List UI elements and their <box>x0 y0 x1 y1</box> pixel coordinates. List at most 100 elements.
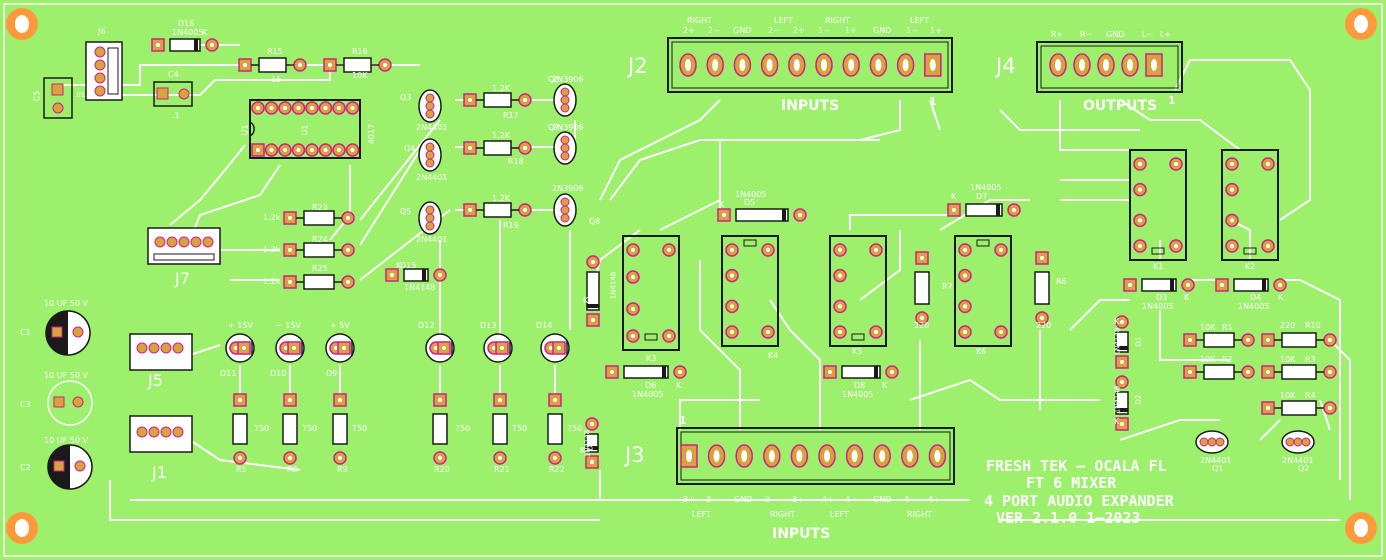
connector-j7 <box>147 227 221 265</box>
j2-pin-label: GND <box>733 26 752 35</box>
d3-value: 1N4005 <box>1142 302 1174 311</box>
transistor-q3 <box>418 89 442 123</box>
r16-value: 10K <box>352 71 368 80</box>
j3-group-label: RIGHT <box>907 510 933 519</box>
resistor-r18 <box>463 140 532 156</box>
diode-d8 <box>823 365 899 379</box>
d5-ref: D5 <box>744 198 756 207</box>
q1-value: 2N4401 <box>1200 456 1232 465</box>
r19-ref: R19 <box>503 221 519 230</box>
ic-u1 <box>249 99 361 159</box>
led-d11 <box>225 333 255 363</box>
resistor-r25 <box>283 274 355 290</box>
d4-cathode: K <box>1278 293 1284 302</box>
resistor-r4 <box>1261 400 1337 416</box>
d18-cathode: K <box>580 446 586 455</box>
d17-value: 1N4148 <box>609 271 618 300</box>
resistor-r17 <box>463 92 532 108</box>
j3-pin-label: 4+ <box>822 495 834 504</box>
diode-d7 <box>947 203 1021 217</box>
led-d13 <box>483 333 513 363</box>
d1-cathode: K <box>1114 317 1120 326</box>
copper-traces <box>60 44 1351 521</box>
d11-value: + 15V <box>228 321 253 330</box>
r3-value: 10K <box>1280 355 1296 364</box>
connector-j3 <box>676 427 955 485</box>
resistor-r20 <box>432 393 448 465</box>
d17-ref: D17 <box>590 278 599 293</box>
d7-cathode: K <box>951 192 957 201</box>
q3-ref: Q3 <box>400 93 412 102</box>
j3-pin-label: 3− <box>765 495 777 504</box>
j2-ref: J2 <box>628 54 648 78</box>
r24-ref: R24 <box>312 235 328 244</box>
j2-pin-label: GND <box>873 26 892 35</box>
connector-pin <box>818 444 836 468</box>
r23-value: 1.2k <box>263 213 281 222</box>
j2-pin-label: 2− <box>768 26 780 35</box>
r18-value: 1.2K <box>492 131 510 140</box>
r25-value: 1.2k <box>263 277 281 286</box>
connector-pin <box>733 53 752 77</box>
relay-k3 <box>622 235 680 351</box>
connector-pin <box>680 444 698 468</box>
d3-ref: D3 <box>1156 293 1168 302</box>
j4-pin-label: GND <box>1106 30 1125 39</box>
j2-pin-label: LEFT <box>774 16 793 25</box>
d7-value: 1N4005 <box>970 183 1002 192</box>
j3-group-label: LEFT <box>692 510 711 519</box>
j2-caption: INPUTS <box>781 98 840 114</box>
r19-value: 1.2K <box>492 194 510 203</box>
d3-cathode: K <box>1184 293 1190 302</box>
capacitor-c2 <box>47 444 93 490</box>
connector-pin <box>845 444 864 468</box>
j4-caption: OUTPUTS <box>1083 98 1158 114</box>
r10-ref: R10 <box>1305 321 1321 330</box>
resistor-r19 <box>463 202 532 218</box>
c4-ref: C4 <box>168 70 179 79</box>
d6-cathode: K <box>676 381 682 390</box>
j2-pin-label: 2− <box>708 26 720 35</box>
k2-ref: K2 <box>1245 262 1256 271</box>
j1-ref: J1 <box>152 463 167 482</box>
d14-ref: D14 <box>536 321 553 330</box>
j2-pin-label: 1+ <box>845 26 857 35</box>
r9-value: 750 <box>352 424 368 433</box>
q7-value: 2N3906 <box>552 123 584 132</box>
r4-value: 10K <box>1280 391 1296 400</box>
r6-value: 220 <box>1036 321 1052 330</box>
connector-j5 <box>129 333 193 371</box>
d1-value: 1N4148 <box>1113 327 1122 356</box>
j2-pin-label: 2+ <box>683 26 695 35</box>
d4-value: 1N4005 <box>1238 302 1270 311</box>
q6-value: 2N3906 <box>552 75 584 84</box>
k3-ref: K3 <box>646 354 657 363</box>
resistor-r6 <box>1034 251 1050 325</box>
j2-pin-label: 2+ <box>793 26 805 35</box>
j7-ref: J7 <box>175 269 190 288</box>
r5-value: 750 <box>254 424 270 433</box>
r10-value: 220 <box>1280 321 1296 330</box>
capacitor-c5 <box>43 77 73 119</box>
connector-pin <box>707 444 726 468</box>
connector-pin <box>735 444 753 468</box>
r2-ref: R2 <box>1222 355 1233 364</box>
connector-pin <box>1121 53 1139 77</box>
r18-ref: R18 <box>508 157 524 166</box>
j2-pin-label: RIGHT <box>825 16 851 25</box>
j2-pin-label: RIGHT <box>687 16 713 25</box>
connector-pin <box>842 53 860 77</box>
connector-pin <box>896 53 915 77</box>
connector-j2 <box>667 37 953 93</box>
j4-pin-label: L− <box>1142 30 1154 39</box>
r5-ref: R5 <box>236 465 247 474</box>
r1-value: 10K <box>1200 323 1216 332</box>
q3-value: 2N4401 <box>416 123 448 132</box>
q1-ref: Q1 <box>1212 464 1224 473</box>
j3-caption: INPUTS <box>772 526 831 542</box>
resistor-r8 <box>282 393 298 465</box>
transistor-q8 <box>553 193 577 227</box>
resistor-r22 <box>547 393 563 465</box>
k6-ref: K6 <box>976 347 987 356</box>
r7-ref: R7 <box>942 282 953 291</box>
